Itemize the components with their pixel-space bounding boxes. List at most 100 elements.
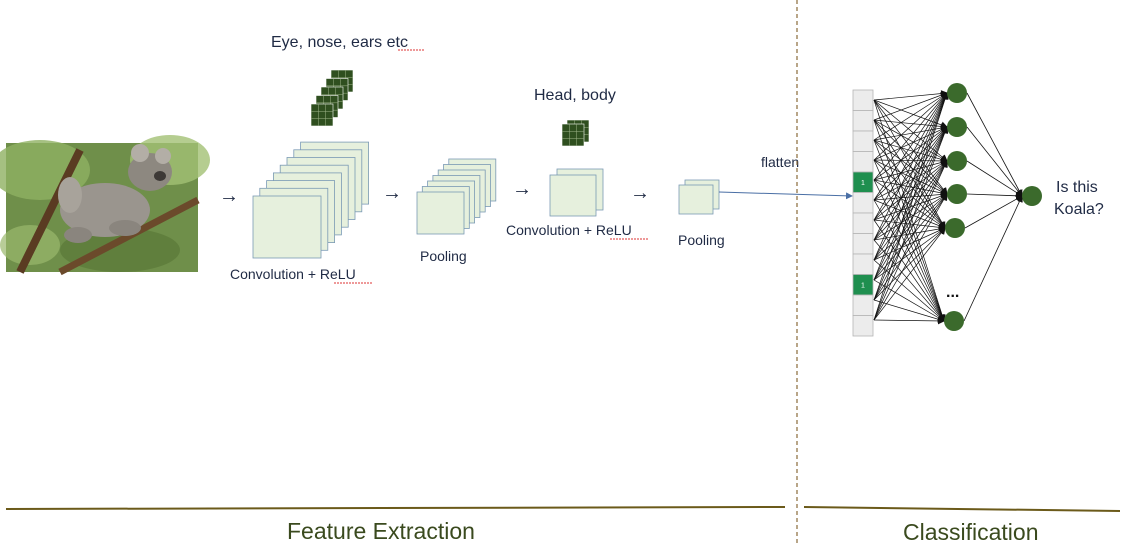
- flatten-cell-value: 1: [861, 283, 865, 290]
- flatten-cell: [852, 233, 874, 255]
- filter-kernels-head-body: [561, 119, 590, 147]
- connection-line: [873, 126, 948, 161]
- connection-line: [963, 195, 1023, 322]
- flatten-cell: [852, 212, 874, 234]
- connection-line: [873, 159, 945, 322]
- neuron: [947, 151, 967, 171]
- connection-line: [873, 160, 948, 261]
- connection-line: [873, 159, 948, 181]
- output-neuron: [1022, 186, 1042, 206]
- output-label-line2: Koala?: [1054, 201, 1104, 218]
- connection-line: [873, 160, 948, 301]
- neuron: [945, 218, 965, 238]
- flatten-cell: [852, 192, 874, 214]
- pool2-label: Pooling: [678, 232, 725, 248]
- feature-map: [416, 191, 465, 235]
- connection-line: [873, 90, 948, 101]
- neuron: [944, 311, 964, 331]
- connection-line: [964, 195, 1023, 229]
- connection-line: [873, 92, 948, 261]
- connection-line: [873, 91, 948, 121]
- conv1-feature-maps: [252, 141, 370, 259]
- connection-line: [966, 192, 1023, 200]
- flatten-cell: [852, 253, 874, 275]
- arrow-icon: →: [219, 185, 239, 207]
- connection-line: [873, 119, 948, 130]
- feature-map: [252, 195, 322, 259]
- koala-image: [0, 135, 210, 276]
- connection-line: [873, 160, 948, 201]
- connection-line: [873, 219, 945, 322]
- ellipsis-label: ...: [946, 284, 959, 301]
- connection-line: [873, 279, 945, 322]
- flatten-cell: [852, 315, 874, 337]
- connection-line: [873, 92, 948, 241]
- classification-title: Classification: [903, 519, 1039, 545]
- arrow-icon: →: [512, 178, 532, 200]
- conv2-feature-maps: [549, 168, 604, 217]
- flatten-cell: [852, 130, 874, 152]
- arrow-icon: →: [630, 182, 650, 204]
- connection-line: [873, 124, 948, 141]
- flatten-vector: 11: [852, 89, 874, 337]
- feature-maps-label: Eye, nose, ears etc: [271, 34, 408, 51]
- connection-line: [873, 92, 948, 181]
- conv2-label: Convolution + ReLU: [506, 222, 632, 238]
- filter-kernel: [310, 103, 334, 127]
- flatten-cell-value: 1: [861, 180, 865, 187]
- connection-line: [873, 99, 948, 129]
- flatten-label: flatten: [761, 154, 799, 170]
- filter-kernel: [561, 123, 585, 147]
- connection-line: [873, 126, 948, 221]
- feature-map: [678, 184, 714, 215]
- connection-line: [873, 299, 945, 323]
- connection-line: [873, 193, 948, 321]
- connection-line: [873, 157, 948, 165]
- connection-line: [873, 92, 948, 161]
- connection-line: [873, 92, 949, 281]
- connection-line: [873, 126, 948, 281]
- connection-line: [873, 160, 948, 281]
- connection-line: [873, 199, 945, 322]
- flatten-cell: [852, 89, 874, 111]
- connection-line: [873, 239, 945, 322]
- connection-line: [873, 317, 945, 325]
- connection-line: [873, 92, 949, 321]
- connection-line: [873, 126, 948, 241]
- conv1-label: Convolution + ReLU: [230, 266, 356, 282]
- flatten-arrow: [718, 191, 853, 200]
- connection-line: [873, 160, 948, 241]
- connection-line: [873, 92, 948, 141]
- connection-line: [873, 227, 946, 321]
- connection-line: [873, 126, 948, 261]
- neuron: [947, 83, 967, 103]
- flatten-cell: [852, 294, 874, 316]
- connection-line: [873, 126, 948, 181]
- connection-line: [966, 92, 1023, 197]
- classification-line: [803, 506, 1121, 512]
- connection-line: [966, 160, 1023, 197]
- connection-line: [873, 126, 948, 201]
- connection-line: [873, 160, 948, 221]
- connection-line: [873, 179, 945, 322]
- connection-line: [873, 119, 946, 322]
- connection-line: [873, 126, 949, 321]
- connection-line: [873, 259, 945, 322]
- output-label-line1: Is this: [1056, 179, 1098, 196]
- connection-line: [873, 92, 948, 221]
- neuron: [947, 184, 967, 204]
- feature-map: [549, 174, 597, 217]
- connection-line: [873, 126, 948, 301]
- pool1-label: Pooling: [420, 248, 467, 264]
- dense-connections: [873, 90, 1023, 325]
- pool2-feature-maps: [678, 179, 720, 215]
- connection-line: [873, 193, 948, 301]
- connection-line: [873, 139, 948, 163]
- neuron: [947, 117, 967, 137]
- filter-kernels-eye-nose: [310, 69, 354, 127]
- hidden-layer-neurons: [944, 83, 1042, 331]
- flatten-cell: [852, 110, 874, 132]
- flatten-cell: [852, 151, 874, 173]
